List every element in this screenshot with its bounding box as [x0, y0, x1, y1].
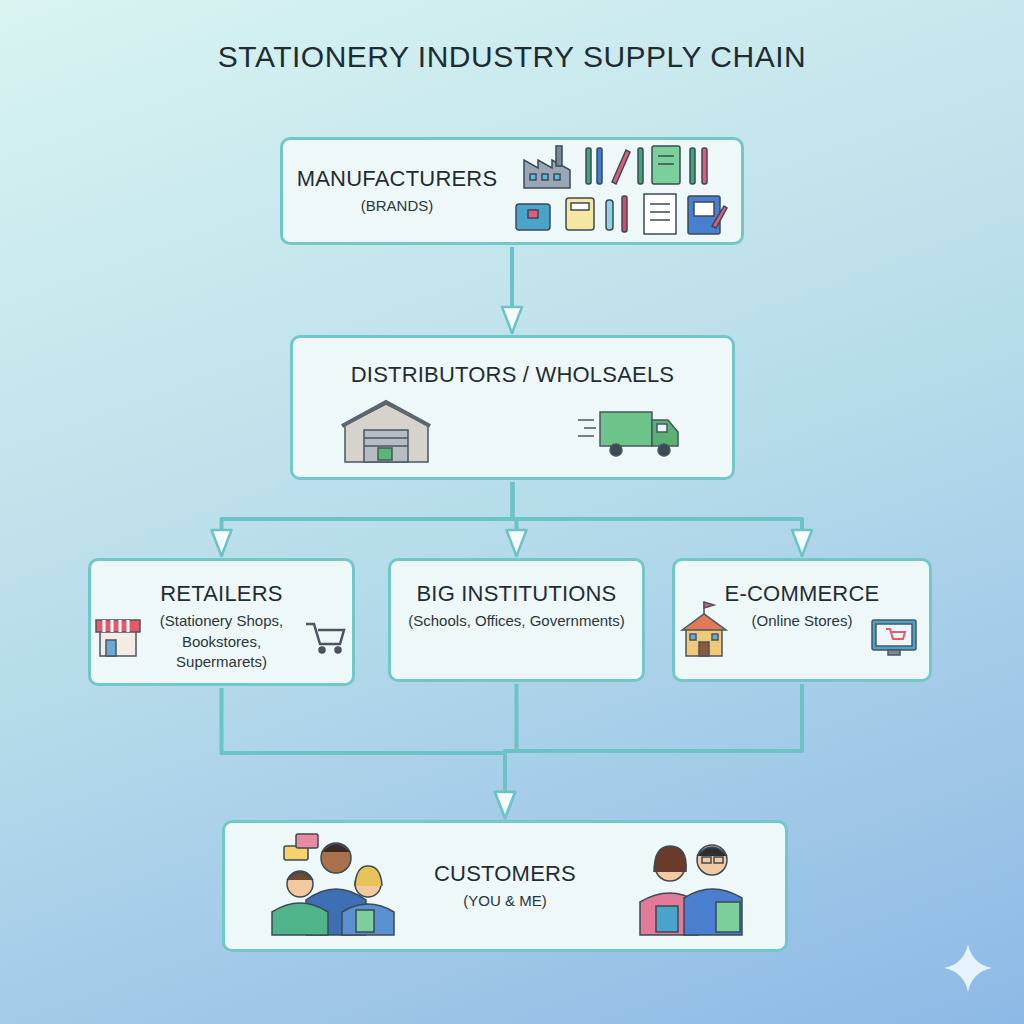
flow-arrow	[222, 482, 513, 556]
box-heading: RETAILERS	[145, 581, 298, 607]
process-box: MANUFACTURERS (BRANDS)	[280, 137, 744, 245]
process-box: RETAILERS (Stationery Shops, Bookstores, …	[88, 558, 355, 686]
box-heading: DISTRIBUTORS / WHOLSAELS	[309, 362, 716, 388]
box-subtext: (Schools, Offices, Governments)	[405, 611, 628, 631]
box-subtext: (BRANDS)	[283, 196, 511, 216]
box-heading: E-COMMERCE	[723, 581, 881, 607]
flow-arrow	[510, 247, 514, 333]
customer-people	[272, 834, 742, 935]
stationery-icons	[516, 146, 727, 234]
channel-icons	[96, 602, 916, 656]
box-heading: MANUFACTURERS	[283, 166, 511, 192]
warehouse-truck	[342, 402, 678, 462]
box-subtext: (YOU & ME)	[397, 891, 613, 911]
process-box: E-COMMERCE (Online Stores)	[672, 558, 932, 682]
process-box: CUSTOMERS (YOU & ME)	[222, 820, 788, 952]
box-subtext: (Online Stores)	[723, 611, 881, 631]
sparkle-mark	[944, 944, 992, 992]
diagram-title: STATIONERY INDUSTRY SUPPLY CHAIN	[40, 40, 984, 74]
process-box: DISTRIBUTORS / WHOLSAELS	[290, 335, 735, 480]
process-box: BIG INSTITUTIONS (Schools, Offices, Gover…	[388, 558, 645, 682]
flow-arrow	[505, 684, 802, 818]
box-heading: BIG INSTITUTIONS	[405, 581, 628, 607]
box-subtext: (Stationery Shops, Bookstores, Supermare…	[145, 611, 298, 672]
flow-arrow	[222, 688, 506, 818]
box-heading: CUSTOMERS	[397, 861, 613, 887]
flow-arrow	[513, 482, 803, 556]
